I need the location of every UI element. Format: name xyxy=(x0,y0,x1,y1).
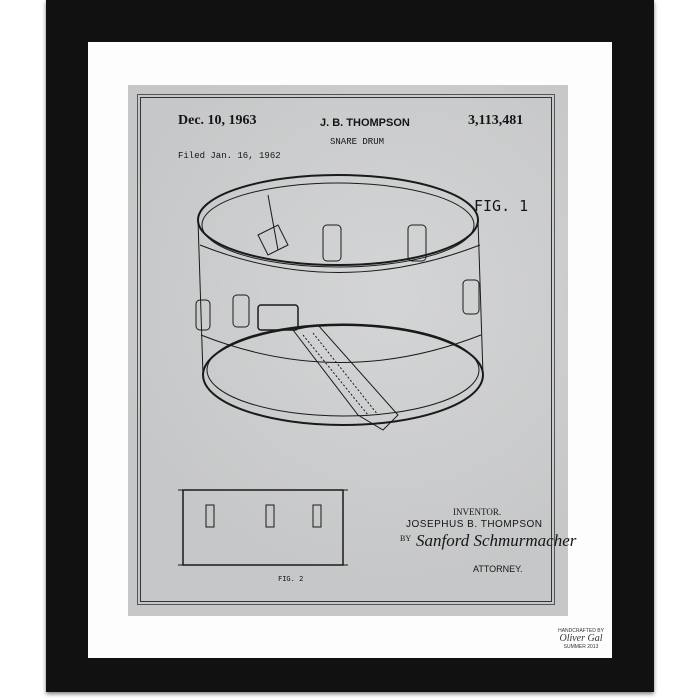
attorney-signature: Sanford Schmurmacher xyxy=(416,531,577,550)
inventor-label: INVENTOR. xyxy=(453,507,502,517)
patent-date: Dec. 10, 1963 xyxy=(178,113,257,128)
by-label: BY xyxy=(400,534,412,543)
inventor-header: J. B. THOMPSON xyxy=(320,117,410,129)
snare-drum-drawing xyxy=(178,174,484,566)
patent-print: Dec. 10, 1963 J. B. THOMPSON 3,113,481 S… xyxy=(128,85,576,616)
filed-date: Filed Jan. 16, 1962 xyxy=(178,151,281,161)
patent-number: 3,113,481 xyxy=(468,113,524,128)
maker-signature: Oliver Gal xyxy=(559,633,603,644)
maker-mark: HANDCRAFTED BY Oliver Gal SUMMER 2013 xyxy=(558,628,604,650)
patent-title: SNARE DRUM xyxy=(330,137,385,147)
print-border xyxy=(137,94,555,605)
attorney-label: ATTORNEY. xyxy=(473,564,523,574)
maker-line1: HANDCRAFTED BY xyxy=(558,628,604,634)
fig1-label: FIG. 1 xyxy=(474,197,529,215)
maker-line2: SUMMER 2013 xyxy=(563,644,599,650)
fig2-label: FIG. 2 xyxy=(278,575,304,583)
inventor-name: JOSEPHUS B. THOMPSON xyxy=(406,519,543,530)
